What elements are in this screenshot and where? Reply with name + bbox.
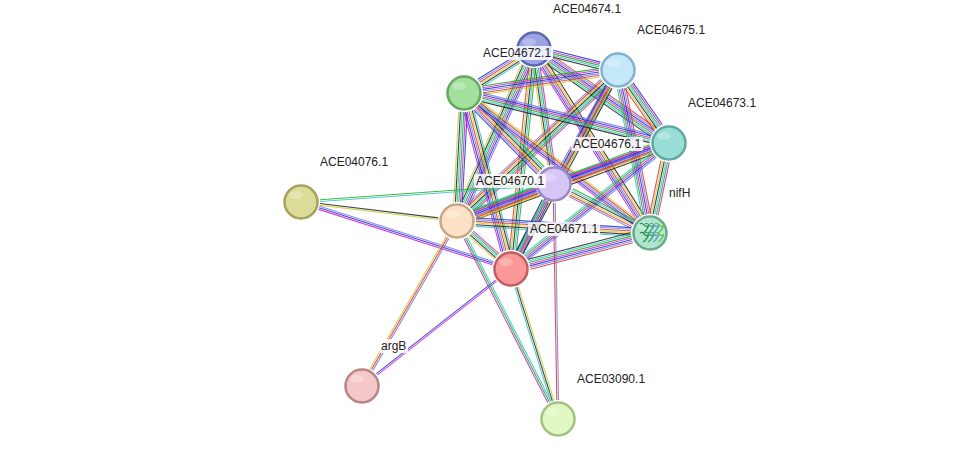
node-label: ACE04670.1 bbox=[474, 174, 546, 188]
node-label: ACE04671.1 bbox=[528, 222, 600, 236]
interaction-edge bbox=[625, 83, 663, 131]
protein-node: ACE04675.1 bbox=[600, 52, 636, 88]
interaction-edge bbox=[473, 186, 538, 219]
protein-node: ACE04671.1 bbox=[493, 251, 529, 287]
node-label: ACE04076.1 bbox=[318, 155, 390, 169]
node-circle bbox=[632, 215, 668, 251]
node-circle bbox=[283, 184, 319, 220]
interaction-edge bbox=[376, 280, 496, 375]
protein-node: ACE04076.1 bbox=[283, 184, 319, 220]
protein-node: ACE03090.1 bbox=[540, 401, 576, 437]
protein-node: ACE04670.1 bbox=[439, 203, 475, 239]
node-circle bbox=[439, 203, 475, 239]
protein-node: nifH bbox=[632, 215, 668, 251]
interaction-edge bbox=[528, 233, 633, 269]
node-label: ACE04676.1 bbox=[571, 137, 643, 151]
node-label: ACE03090.1 bbox=[575, 372, 647, 386]
interaction-edge bbox=[464, 237, 551, 403]
node-circle bbox=[344, 368, 380, 404]
protein-node: ACE04672.1 bbox=[446, 75, 482, 111]
node-label: ACE04672.1 bbox=[481, 46, 553, 60]
node-circle bbox=[651, 125, 687, 161]
node-label: ACE04675.1 bbox=[635, 23, 707, 37]
protein-node: argB bbox=[344, 368, 380, 404]
node-circle bbox=[540, 401, 576, 437]
node-circle bbox=[600, 52, 636, 88]
interaction-edge bbox=[454, 112, 467, 203]
protein-node: ACE04673.1 bbox=[651, 125, 687, 161]
node-label: nifH bbox=[667, 186, 692, 200]
node-circle bbox=[446, 75, 482, 111]
interaction-edge bbox=[481, 93, 651, 142]
node-label: ACE04673.1 bbox=[686, 96, 758, 110]
interaction-edge bbox=[515, 287, 554, 402]
node-label: argB bbox=[379, 339, 408, 353]
node-label: ACE04674.1 bbox=[551, 2, 623, 16]
protein-structure bbox=[640, 223, 664, 242]
interaction-edge bbox=[482, 69, 600, 95]
node-circle bbox=[493, 251, 529, 287]
